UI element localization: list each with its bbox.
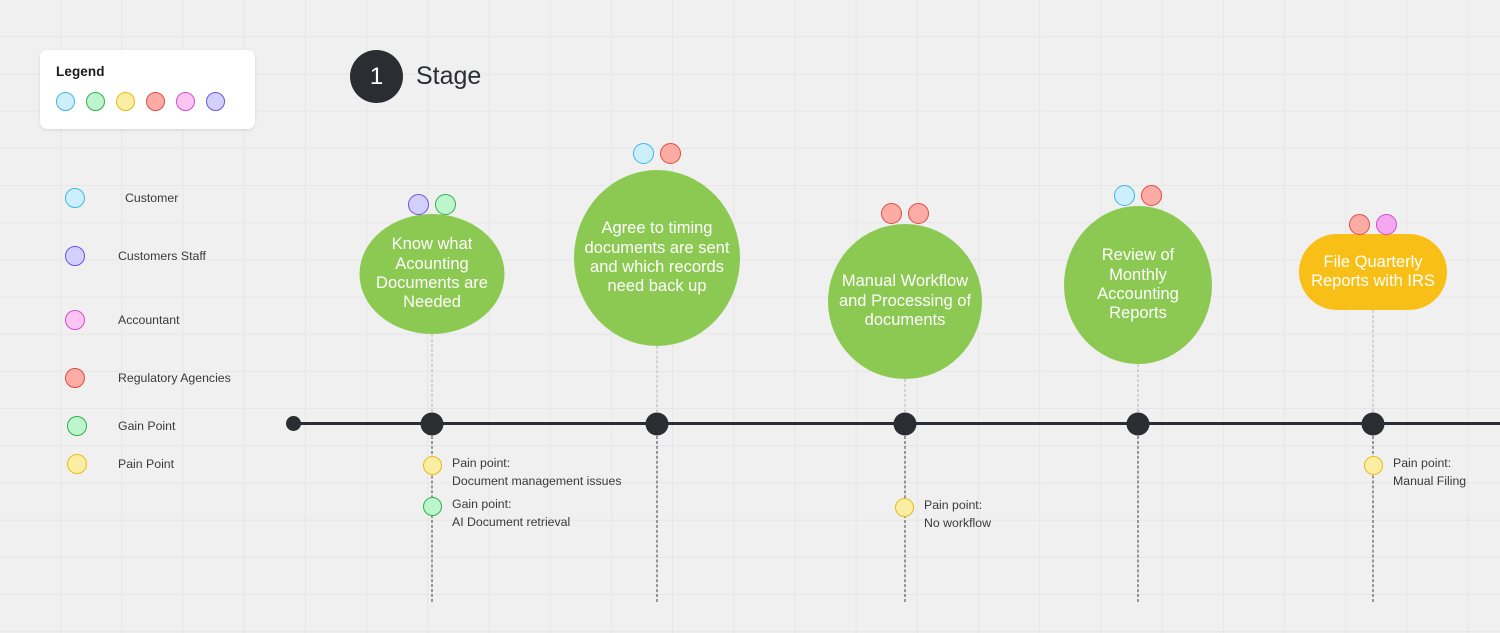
timeline-node-dot-2[interactable]: [645, 412, 669, 435]
connector-down: [431, 436, 433, 602]
point-note-desc: AI Document retrieval: [452, 514, 571, 529]
persona-badge-customer-icon[interactable]: [1114, 185, 1135, 206]
legend-key-dot-icon: [65, 368, 85, 388]
point-note-text: Pain point: Manual Filing: [1393, 455, 1466, 491]
legend-swatch-accountant-icon: [176, 92, 195, 111]
legend-title: Legend: [56, 64, 105, 79]
legend-key-label: Accountant: [118, 313, 180, 327]
point-note: Pain point: No workflow: [895, 497, 991, 533]
stage-title: Stage: [416, 62, 482, 90]
connector-up: [904, 379, 906, 412]
legend-swatch-row: [56, 92, 239, 111]
stage-bubble-label: Review of Monthly Accounting Reports: [1097, 246, 1179, 323]
point-note-dot-icon: [1364, 456, 1383, 475]
legend-key-label: Customer: [125, 191, 179, 205]
legend-swatch-gain-point-icon: [86, 92, 105, 111]
point-note: Gain point: AI Document retrieval: [423, 496, 570, 532]
connector-up: [1372, 310, 1374, 412]
point-note-desc: Manual Filing: [1393, 473, 1467, 488]
stage-bubble-5[interactable]: File Quarterly Reports with IRS: [1299, 234, 1447, 310]
connector-down: [656, 436, 658, 602]
stage-badge-pair: [881, 203, 929, 224]
point-note-kind: Pain point:: [1393, 456, 1452, 470]
legend-key-label: Gain Point: [118, 419, 176, 433]
stage-header: 1 Stage: [350, 50, 481, 103]
legend-key-dot-icon: [65, 310, 85, 330]
stage-bubble-3[interactable]: Manual Workflow and Processing of docume…: [828, 224, 982, 379]
legend-key-row: Regulatory Agencies: [65, 368, 231, 388]
timeline-node-dot-5[interactable]: [1361, 412, 1385, 435]
legend-swatch-customer-icon: [56, 92, 75, 111]
legend-key-dot-icon: [67, 454, 87, 474]
point-note: Pain point: Document management issues: [423, 455, 622, 491]
legend-key-label: Pain Point: [118, 457, 175, 471]
stage-bubble-1[interactable]: Know what Acounting Documents are Needed: [359, 214, 505, 334]
point-note-desc: Document management issues: [452, 473, 622, 488]
stage-badge-pair: [408, 194, 456, 215]
persona-badge-gain-point-icon[interactable]: [435, 194, 456, 215]
point-note-dot-icon: [895, 498, 914, 517]
legend-key-row: Pain Point: [67, 454, 174, 474]
stage-bubble-2[interactable]: Agree to timing documents are sent and w…: [574, 170, 740, 346]
stage-bubble-4[interactable]: Review of Monthly Accounting Reports: [1064, 206, 1212, 364]
stage-bubble-label: Agree to timing documents are sent and w…: [584, 219, 730, 296]
stage-badge-pair: [1114, 185, 1162, 206]
legend-key-label: Customers Staff: [118, 249, 206, 263]
legend-key-row: Customers Staff: [65, 246, 206, 266]
connector-down: [1372, 436, 1374, 602]
legend-key-row: Gain Point: [67, 416, 175, 436]
timeline-node-dot-1[interactable]: [420, 412, 444, 435]
persona-badge-customer-icon[interactable]: [633, 143, 654, 164]
point-note: Pain point: Manual Filing: [1364, 455, 1466, 491]
point-note-dot-icon: [423, 497, 442, 516]
persona-badge-regulatory-agencies-icon[interactable]: [660, 143, 681, 164]
point-note-kind: Gain point:: [452, 497, 512, 511]
legend-key-dot-icon: [67, 416, 87, 436]
point-note-kind: Pain point:: [452, 456, 511, 470]
stage-badge-pair: [1349, 214, 1397, 235]
legend-key-row: Customer: [65, 188, 178, 208]
persona-badge-customers-staff-icon[interactable]: [408, 194, 429, 215]
legend-key-dot-icon: [65, 246, 85, 266]
legend-swatch-customers-staff-icon: [206, 92, 225, 111]
connector-down: [1137, 436, 1139, 602]
point-note-text: Pain point: Document management issues: [452, 455, 622, 491]
legend-swatch-pain-point-icon: [116, 92, 135, 111]
stage-badge-pair: [633, 143, 681, 164]
connector-down: [904, 436, 906, 602]
stage-bubble-label: File Quarterly Reports with IRS: [1311, 252, 1435, 290]
stage-bubble-label: Know what Acounting Documents are Needed: [376, 235, 488, 312]
persona-badge-regulatory-agencies-2-icon[interactable]: [908, 203, 929, 224]
point-note-desc: No workflow: [924, 515, 991, 530]
timeline-node-dot-4[interactable]: [1126, 412, 1150, 435]
legend-key-dot-icon: [65, 188, 85, 208]
persona-badge-regulatory-agencies-icon[interactable]: [881, 203, 902, 224]
point-note-kind: Pain point:: [924, 498, 983, 512]
connector-up: [1137, 364, 1139, 412]
persona-badge-regulatory-agencies-icon[interactable]: [1349, 214, 1370, 235]
legend-card: Legend: [40, 50, 255, 129]
persona-badge-regulatory-agencies-icon[interactable]: [1141, 185, 1162, 206]
timeline-node-dot-3[interactable]: [893, 412, 917, 435]
connector-up: [431, 334, 433, 412]
legend-key-row: Accountant: [65, 310, 180, 330]
stage-number-badge: 1: [350, 50, 403, 103]
legend-key-label: Regulatory Agencies: [118, 371, 231, 385]
connector-up: [656, 346, 658, 412]
point-note-text: Pain point: No workflow: [924, 497, 991, 533]
stage-bubble-label: Manual Workflow and Processing of docume…: [838, 272, 972, 330]
persona-badge-accountant-icon[interactable]: [1376, 214, 1397, 235]
legend-swatch-regulatory-agencies-icon: [146, 92, 165, 111]
point-note-text: Gain point: AI Document retrieval: [452, 496, 570, 532]
point-note-dot-icon: [423, 456, 442, 475]
